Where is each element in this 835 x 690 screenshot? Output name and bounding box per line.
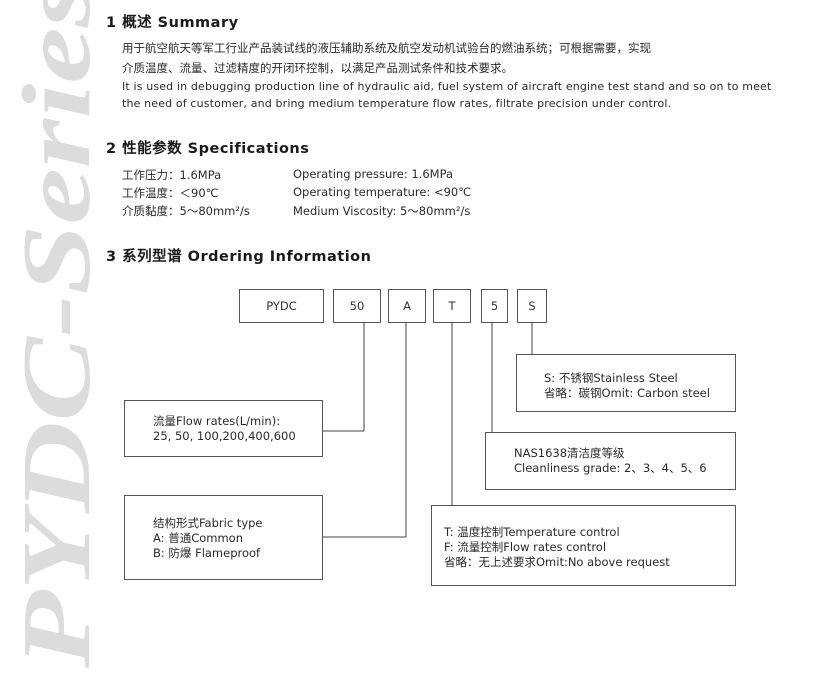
option-box-material: S: 不锈钢Stainless Steel 省略：碳钢Omit: Carbon … [516,354,736,412]
flow-line2: 25, 50, 100,200,400,600 [153,429,296,443]
spec-pressure-en: Operating pressure: 1.6MPa [293,167,454,181]
code-box-fabric: A [388,289,426,323]
option-box-flow: 流量Flow rates(L/min): 25, 50, 100,200,400… [124,400,323,457]
cleanliness-line2: Cleanliness grade: 2、3、4、5、6 [514,461,707,475]
fabric-line2: A: 普通Common [153,531,243,545]
cleanliness-line1: NAS1638清洁度等级 [514,446,625,460]
summary-cn-line2: 介质温度、流量、过滤精度的开闭环控制，以满足产品测试条件和技术要求。 [122,61,513,75]
spec-viscosity-cn: 介质黏度：5～80mm²/s [122,204,250,218]
series-watermark: PYDC-Series [0,0,111,686]
code-box-control: T [433,289,471,323]
summary-en-line1: It is used in debugging production line … [122,80,772,93]
summary-en-line2: the need of customer, and bring medium t… [122,97,672,110]
spec-temperature-cn: 工作温度：＜90℃ [122,186,219,200]
option-box-control: T: 温度控制Temperature control F: 流量控制Flow r… [431,505,736,586]
code-box-flow: 50 [333,289,381,323]
watermark-text: PYDC-Series [3,0,107,669]
specifications-title: 2 性能参数 Specifications [106,141,310,157]
code-box-model: PYDC [239,289,324,323]
option-box-fabric: 结构形式Fabric type A: 普通Common B: 防爆 Flamep… [124,495,323,580]
spec-temperature-en: Operating temperature: <90℃ [293,185,472,199]
summary-title: 1 概述 Summary [106,15,239,31]
fabric-line3: B: 防爆 Flameproof [153,546,261,560]
fabric-line1: 结构形式Fabric type [153,516,263,530]
ordering-title: 3 系列型谱 Ordering Information [106,249,372,265]
summary-cn-line1: 用于航空航天等军工行业产品装试线的液压辅助系统及航空发动机试验台的燃油系统；可根… [122,41,651,55]
flow-line1: 流量Flow rates(L/min): [153,414,281,428]
material-line1: S: 不锈钢Stainless Steel [544,371,678,385]
code-box-cleanliness: 5 [481,289,508,323]
control-line1: T: 温度控制Temperature control [444,525,620,539]
spec-viscosity-en: Medium Viscosity: 5～80mm²/s [293,204,471,218]
option-box-cleanliness: NAS1638清洁度等级 Cleanliness grade: 2、3、4、5、… [485,432,736,490]
control-line2: F: 流量控制Flow rates control [444,540,607,554]
code-box-material: S [517,289,547,323]
spec-pressure-cn: 工作压力：1.6MPa [122,168,222,182]
material-line2: 省略：碳钢Omit: Carbon steel [544,386,710,400]
control-line3: 省略：无上述要求Omit:No above request [444,555,670,569]
